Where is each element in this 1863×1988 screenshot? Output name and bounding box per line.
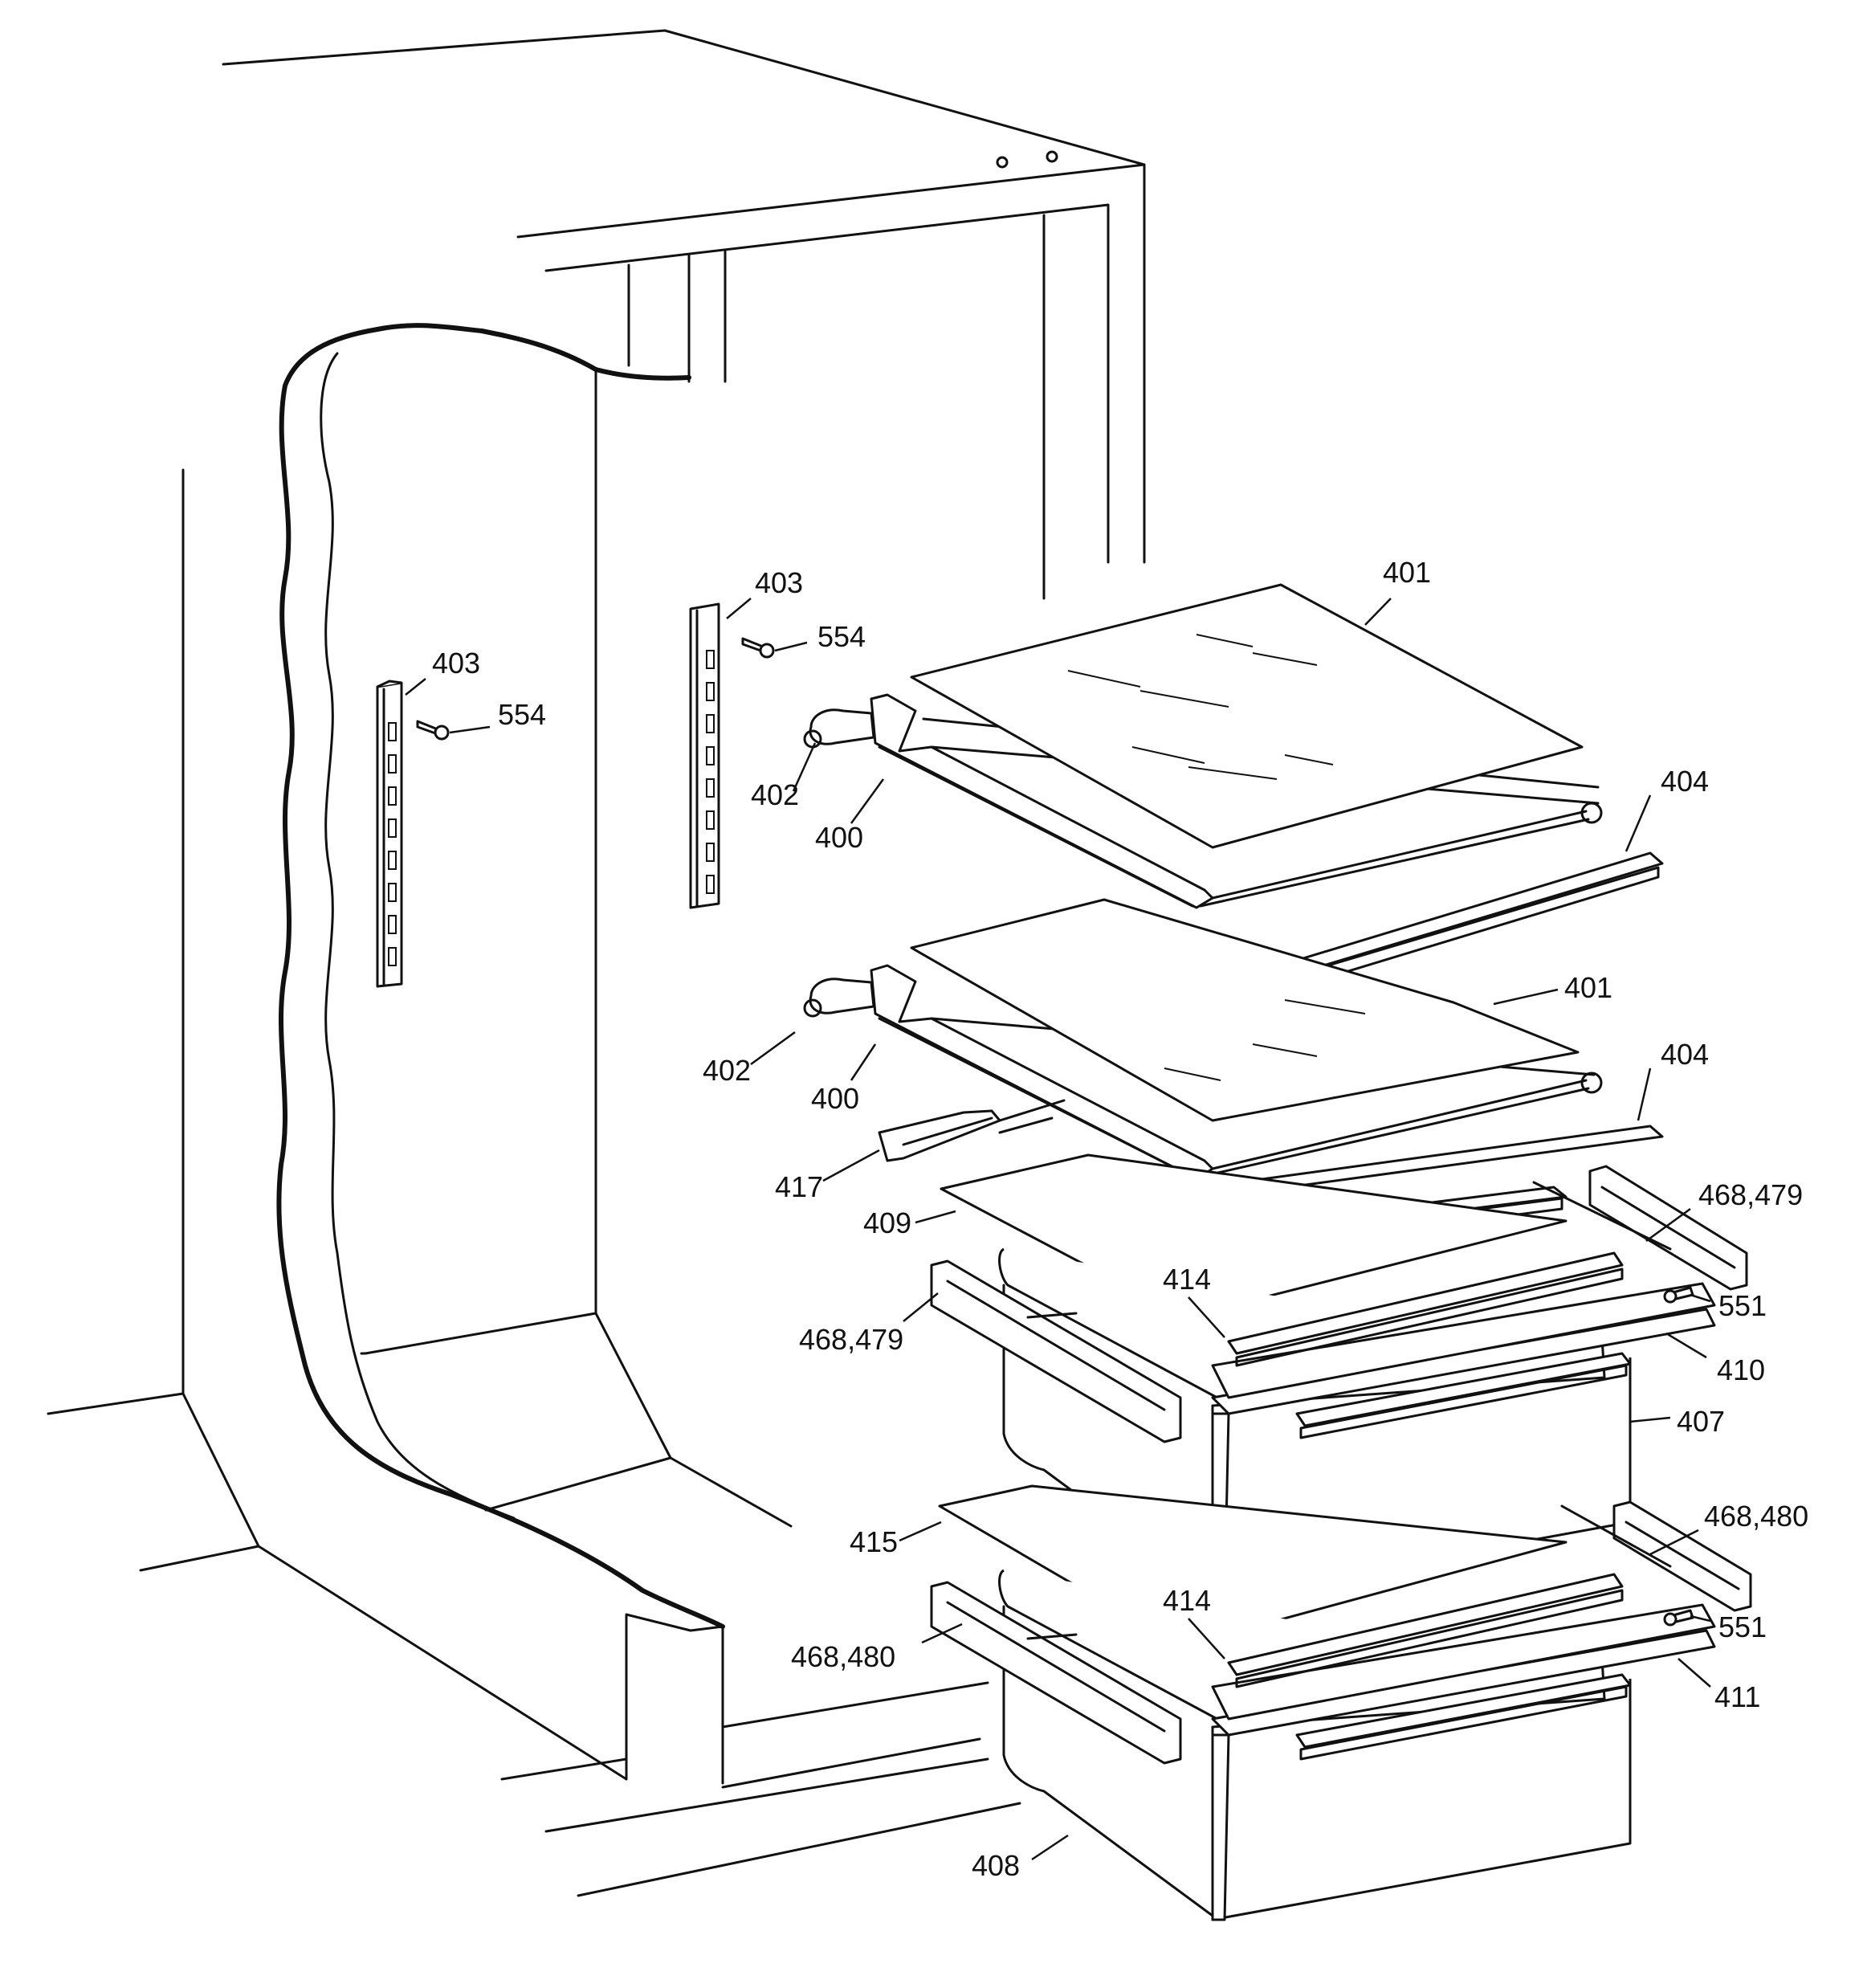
- callout-401-mid: 401: [1564, 971, 1612, 1004]
- callout-404-mid: 404: [1661, 1038, 1709, 1071]
- callout-554-left: 554: [498, 698, 546, 731]
- callout-551-upper: 551: [1718, 1289, 1767, 1322]
- callout-409: 409: [863, 1206, 911, 1239]
- callout-468-479-right: 468,479: [1698, 1178, 1803, 1211]
- callout-410: 410: [1717, 1353, 1765, 1386]
- upper-crisper-drawer: [930, 1153, 1748, 1600]
- callout-labels: 403 554 403 554 401 402 400 404 401 402 …: [432, 556, 1808, 1882]
- lower-crisper-drawer: [930, 1484, 1752, 1921]
- callout-403-right: 403: [755, 566, 803, 599]
- callout-407: 407: [1677, 1405, 1725, 1438]
- callout-414-upper: 414: [1163, 1263, 1211, 1296]
- callout-551-lower: 551: [1718, 1610, 1767, 1643]
- shelf-ladder-right: [689, 602, 775, 909]
- callout-408: 408: [972, 1849, 1020, 1882]
- shelf-ladder-left: [376, 680, 450, 988]
- callout-411: 411: [1714, 1680, 1760, 1713]
- crisper-cover-rail: [878, 1099, 1066, 1162]
- callout-415: 415: [850, 1525, 898, 1558]
- callout-401-top: 401: [1383, 556, 1431, 589]
- callout-402-mid: 402: [703, 1054, 751, 1087]
- refrigerator-cabinet: [47, 29, 1146, 1897]
- leader-lines: [405, 598, 1711, 1861]
- callout-402-top: 402: [751, 778, 799, 811]
- callout-554-right: 554: [817, 620, 866, 653]
- callout-468-479-left: 468,479: [799, 1323, 903, 1356]
- callout-403-left: 403: [432, 647, 480, 680]
- callout-400-mid: 400: [811, 1082, 859, 1115]
- callout-400-top: 400: [815, 821, 863, 854]
- callout-468-480-left: 468,480: [791, 1640, 895, 1673]
- callout-468-480-right: 468,480: [1704, 1500, 1808, 1533]
- callout-417: 417: [775, 1170, 823, 1203]
- upper-shelf-assembly: [803, 583, 1664, 990]
- callout-414-lower: 414: [1163, 1584, 1211, 1617]
- middle-shelf-assembly: [803, 898, 1664, 1245]
- callout-404-top: 404: [1661, 765, 1709, 798]
